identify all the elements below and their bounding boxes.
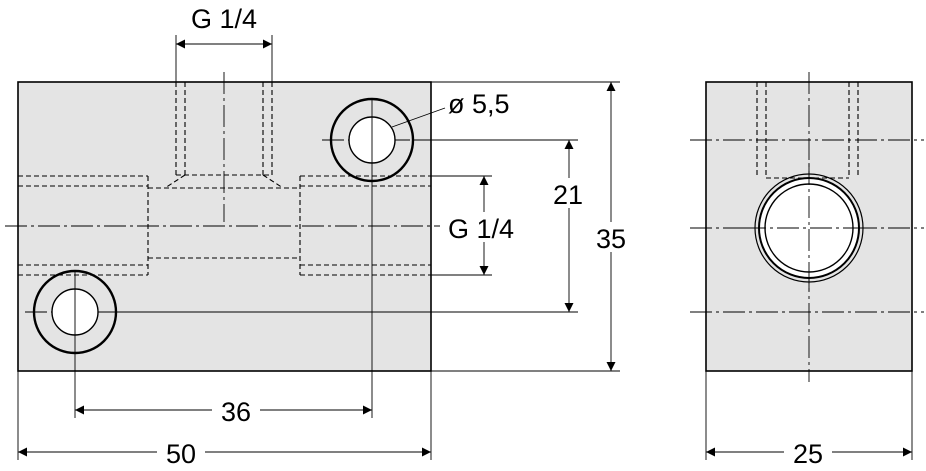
dim-hole-spacing-label: 36 <box>221 397 251 427</box>
dim-height-label: 35 <box>596 224 626 254</box>
side-view <box>690 72 924 382</box>
side-port-circle <box>744 163 874 293</box>
dim-hole-spacing: 36 <box>74 99 373 427</box>
dim-width-label: 50 <box>166 439 196 469</box>
dim-side-width-label: 25 <box>793 439 823 469</box>
dim-hole-vertical: 21 <box>110 139 588 313</box>
dim-height: 35 <box>431 81 631 372</box>
dim-top-port: G 1/4 <box>175 4 273 82</box>
dim-side-port-label: G 1/4 <box>448 214 514 244</box>
dim-side-port: G 1/4 <box>431 175 522 276</box>
dim-width: 50 <box>17 371 432 469</box>
side-port-hidden-lines <box>18 175 431 276</box>
front-view <box>5 72 441 372</box>
dim-top-port-label: G 1/4 <box>191 4 257 34</box>
dim-hole-vertical-label: 21 <box>553 180 583 210</box>
dim-side-width: 25 <box>705 371 913 469</box>
dim-mount-hole-label: ø 5,5 <box>448 89 510 119</box>
dim-mount-hole: ø 5,5 <box>391 89 510 128</box>
